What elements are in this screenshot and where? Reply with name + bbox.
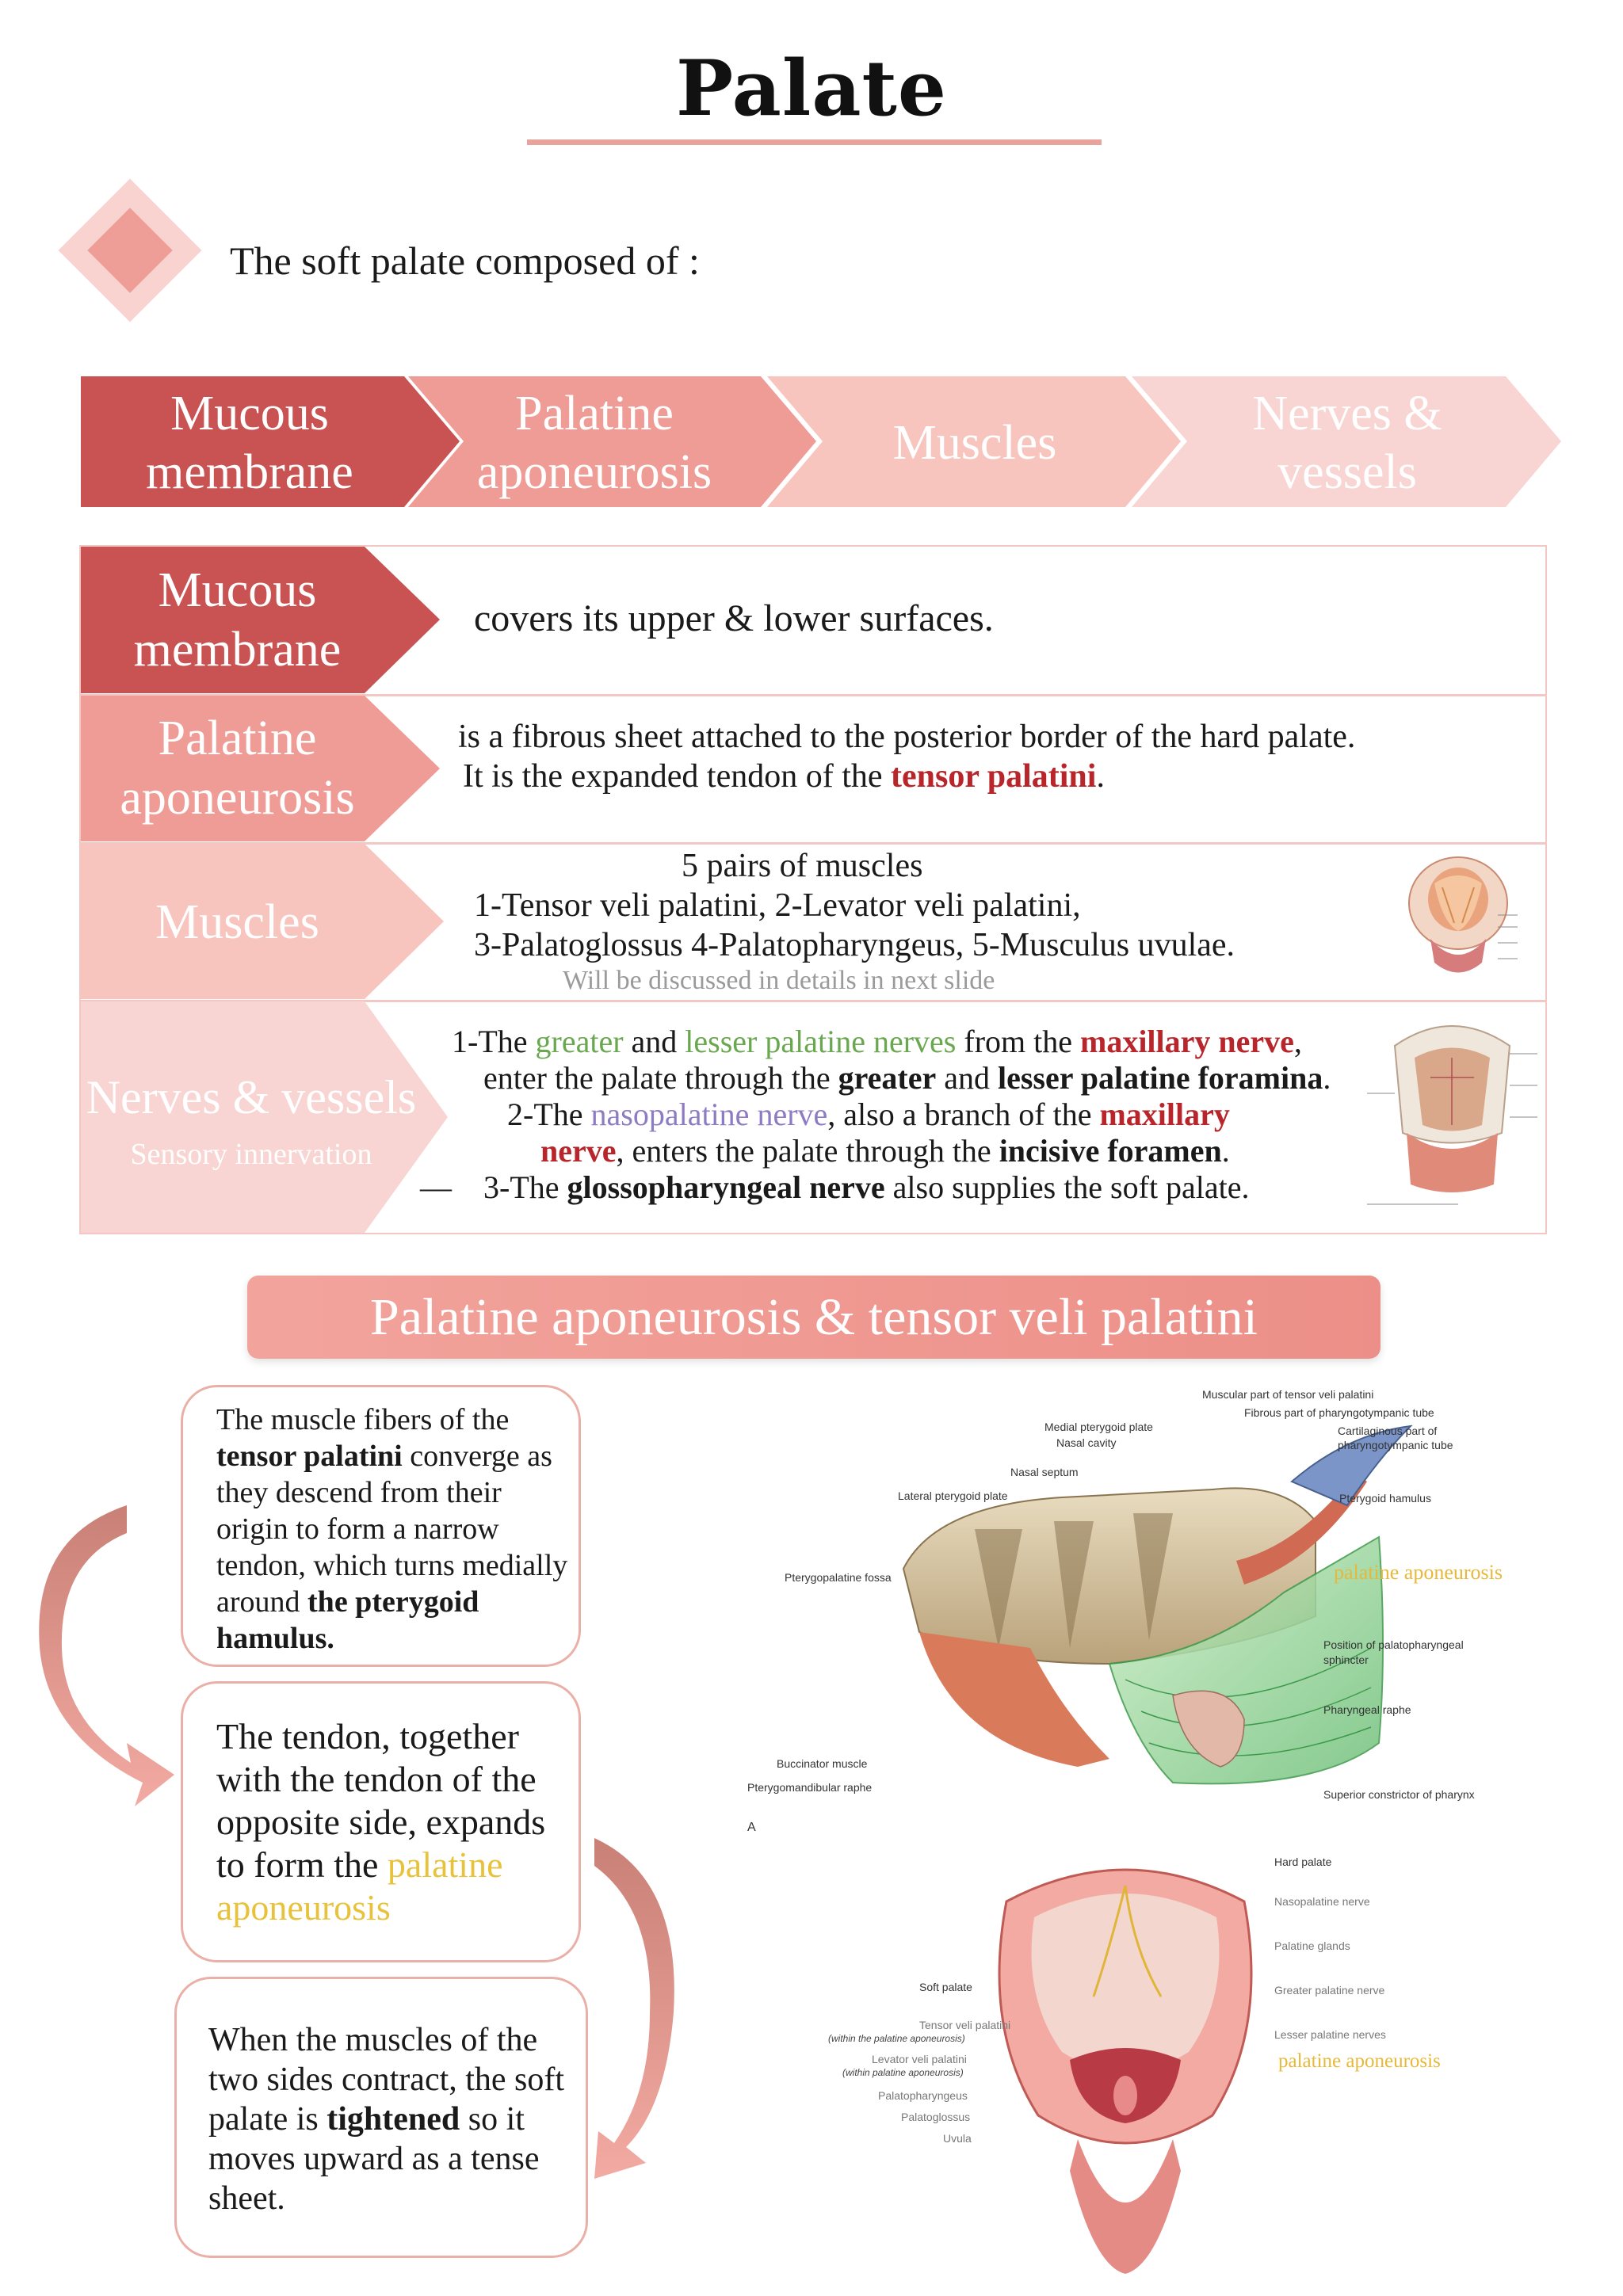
page-title: Palate [676, 44, 947, 133]
inferior-view-palate-figure [1408, 856, 1518, 973]
row-head-aponeurosis-shape [81, 696, 440, 841]
label-pterygomandibular: Pterygomandibular raphe [747, 1781, 873, 1794]
row-head-muscles: Muscles [155, 895, 319, 949]
label-tensor-note: (within the palatine aponeurosis) [828, 2033, 965, 2044]
label-nasal-septum: Nasal septum [1010, 1466, 1079, 1478]
info-box-1: The muscle fibers of the tensor palatini… [181, 1385, 581, 1667]
title-underline [527, 139, 1102, 145]
palate-nerves-figure [1367, 1025, 1537, 1205]
label-cartilaginous-tube-1: Cartilaginous part of [1338, 1425, 1438, 1437]
chevron-mucous [81, 376, 460, 507]
figure-letter: A [747, 1821, 756, 1834]
label-palatine-aponeurosis-b: palatine aponeurosis [1278, 2050, 1441, 2072]
muscles-description: 5 pairs of muscles 1-Tensor veli palatin… [474, 848, 1235, 995]
chevron-nerves [1132, 376, 1561, 507]
label-position-sphincter-2: sphincter [1323, 1653, 1369, 1666]
label-levator-note: (within palatine aponeurosis) [842, 2067, 964, 2078]
label-tensor-veli: Tensor veli palatini [919, 2019, 1011, 2031]
arrow-1-icon [39, 1505, 174, 1806]
table-divider [79, 694, 1547, 696]
label-lesser-palatine: Lesser palatine nerves [1274, 2028, 1386, 2041]
chevron-label-nerves: Nerves &vessels [1252, 387, 1442, 499]
chevron-aponeurosis [408, 376, 816, 507]
label-lateral-pterygoid: Lateral pterygoid plate [898, 1489, 1008, 1502]
label-uvula: Uvula [943, 2132, 972, 2145]
label-hard-palate: Hard palate [1274, 1855, 1332, 1868]
table-row-headers [81, 547, 448, 1233]
label-muscular-tensor: Muscular part of tensor veli palatini [1202, 1388, 1374, 1401]
label-pterygopalatine-fossa: Pterygopalatine fossa [785, 1571, 892, 1584]
nerves-description: 1-The greater and lesser palatine nerves… [420, 1024, 1331, 1205]
label-pterygoid-hamulus: Pterygoid hamulus [1339, 1492, 1431, 1505]
intro-text: The soft palate composed of : [230, 238, 700, 283]
row-head-nerves-sub: Sensory innervation [130, 1138, 372, 1171]
section-banner-title: Palatine aponeurosis & tensor veli palat… [370, 1288, 1258, 1346]
info-box-3: When the muscles of the two sides contra… [174, 1977, 588, 2258]
mucous-description: covers its upper & lower surfaces. [474, 597, 994, 639]
label-fibrous-tube: Fibrous part of pharyngotympanic tube [1244, 1406, 1434, 1419]
flow-arrows [39, 1505, 674, 2179]
label-palatoglossus: Palatoglossus [901, 2111, 971, 2123]
row-head-nerves-shape [81, 1001, 448, 1233]
chevron-label-muscles: Muscles [892, 416, 1057, 470]
table-divider [79, 1000, 1547, 1002]
label-palatine-aponeurosis-a: palatine aponeurosis [1334, 1561, 1503, 1584]
row-head-muscles-shape [81, 844, 444, 999]
info-box-2: The tendon, together with the tendon of … [181, 1681, 581, 1962]
row-head-nerves: Nerves & vessels [86, 1071, 417, 1123]
arrow-2-icon [594, 1838, 674, 2179]
row-head-mucous-shape [81, 547, 440, 693]
process-chevrons [81, 376, 1561, 507]
label-nasal-cavity: Nasal cavity [1056, 1436, 1117, 1449]
label-superior-constrictor: Superior constrictor of pharynx [1323, 1788, 1475, 1801]
tensor-veli-palatini-figure [902, 1425, 1413, 1785]
oral-cavity-palate-figure [998, 1868, 1253, 2274]
label-soft-palate: Soft palate [919, 1981, 972, 1993]
aponeurosis-description: is a fibrous sheet attached to the poste… [458, 719, 1356, 795]
label-nasopalatine: Nasopalatine nerve [1274, 1895, 1370, 1908]
label-medial-pterygoid: Medial pterygoid plate [1044, 1421, 1153, 1433]
label-levator-veli: Levator veli palatini [872, 2053, 967, 2065]
composition-table [79, 545, 1547, 1234]
label-cartilaginous-tube-2: pharyngotympanic tube [1338, 1439, 1453, 1451]
label-buccinator: Buccinator muscle [777, 1757, 868, 1770]
label-palatopharyngeus: Palatopharyngeus [878, 2089, 968, 2102]
table-divider [79, 842, 1547, 845]
tensor-palatini-highlight: tensor palatini [891, 758, 1097, 795]
label-greater-palatine: Greater palatine nerve [1274, 1984, 1385, 1997]
muscles-note: Will be discussed in details in next sli… [563, 966, 995, 995]
label-pharyngeal-raphe: Pharyngeal raphe [1323, 1703, 1411, 1716]
chevron-muscles [767, 376, 1181, 507]
label-palatine-glands: Palatine glands [1274, 1939, 1350, 1952]
label-position-sphincter-1: Position of palatopharyngeal [1323, 1638, 1464, 1651]
section-banner [247, 1276, 1381, 1359]
